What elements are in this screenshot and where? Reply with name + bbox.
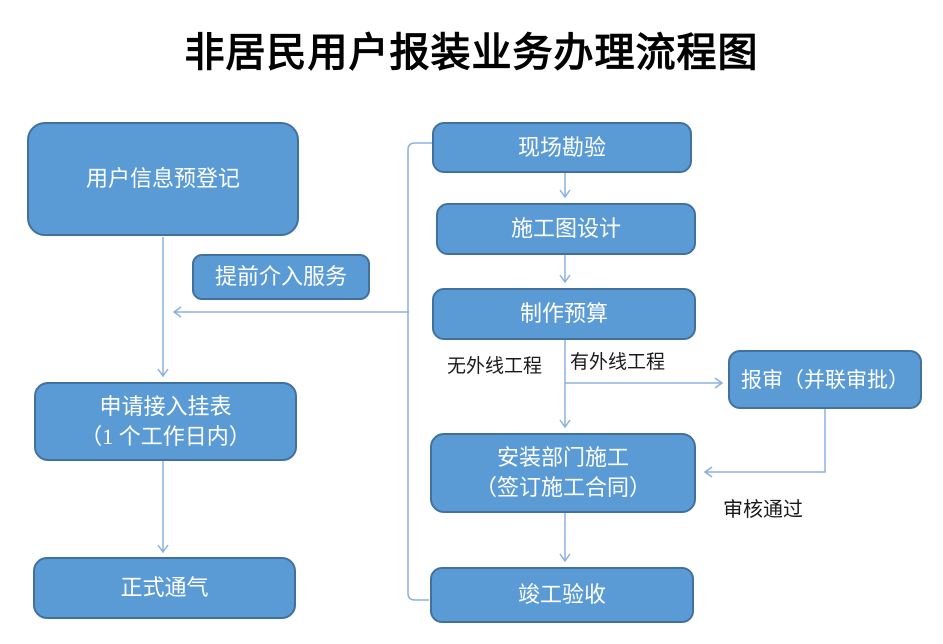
node-completion-acceptance: 竣工验收 <box>430 567 694 623</box>
node-site-survey: 现场勘验 <box>432 122 692 173</box>
node-label: 施工图设计 <box>510 216 621 241</box>
node-construction-drawing-design: 施工图设计 <box>436 203 696 255</box>
node-label-line1: 安装部门施工 <box>496 445 629 470</box>
node-label-line2: （1 个工作日内） <box>80 423 251 449</box>
node-label: 竣工验收 <box>517 582 606 607</box>
node-label: 制作预算 <box>519 301 608 326</box>
node-label: 用户信息预登记 <box>85 166 240 191</box>
node-budget-preparation: 制作预算 <box>432 288 696 340</box>
node-approval-parallel-review: 报审（并联审批） <box>728 350 922 409</box>
connector-approval-to-installation <box>703 409 826 478</box>
page-title: 非居民用户报装业务办理流程图 <box>184 30 759 75</box>
label-review-passed: 审核通过 <box>723 499 803 521</box>
node-user-info-preregistration: 用户信息预登记 <box>27 122 299 236</box>
node-official-gas-supply: 正式通气 <box>33 557 296 619</box>
node-label-line2: （签订施工合同） <box>474 475 651 500</box>
node-label-line1: 申请接入挂表 <box>99 393 232 419</box>
label-no-external-line-work: 无外线工程 <box>447 356 543 377</box>
node-label: 正式通气 <box>120 575 209 600</box>
node-label: 现场勘验 <box>517 134 606 160</box>
node-label: 报审（并联审批） <box>741 367 909 392</box>
node-installation-department-construction: 安装部门施工 （签订施工合同） <box>430 433 696 513</box>
label-external-line-work: 有外线工程 <box>570 352 666 373</box>
connector-bracket-survey-to-completion <box>407 142 432 601</box>
node-early-intervention-service: 提前介入服务 <box>192 254 370 300</box>
node-apply-meter-connection: 申请接入挂表 （1 个工作日内） <box>34 382 297 461</box>
node-label: 提前介入服务 <box>214 264 347 289</box>
